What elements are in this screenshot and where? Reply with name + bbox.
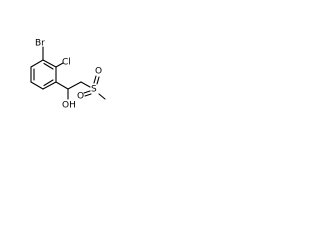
ring-double-bond-bottom-right <box>43 79 54 87</box>
ring-bond-top-right <box>42 59 57 68</box>
bond-carbinol-to-ch2 <box>67 81 82 90</box>
bond-s-o-left-b <box>84 93 92 97</box>
ring-bond-bottom-right <box>42 81 57 90</box>
ring-double-bond-top-right <box>43 62 54 70</box>
ring-bond-bottom-left <box>30 81 44 90</box>
bond-ring-to-carbinol <box>55 81 69 90</box>
bond-ch2-to-s <box>80 81 91 88</box>
bond-s-o-top-b <box>96 76 100 85</box>
bonds <box>30 46 106 100</box>
chemical-structure-diagram: Br Cl OH S O O <box>30 39 106 111</box>
atom-label-oxygen-left: O <box>77 92 84 102</box>
bond-s-o-top-a <box>93 75 97 84</box>
atom-label-chlorine: Cl <box>62 58 71 68</box>
atom-label-bromine: Br <box>35 39 45 49</box>
atom-label-oxygen-top: O <box>95 67 102 77</box>
bond-s-o-left-a <box>83 90 91 94</box>
bond-c-cl <box>55 62 64 68</box>
bond-s-to-methyl <box>98 93 106 100</box>
atom-label-sulfur: S <box>91 85 97 95</box>
atom-labels: Br Cl OH S O O <box>35 39 102 111</box>
ring-bond-top-left <box>30 59 44 68</box>
atom-label-hydroxyl: OH <box>62 101 76 111</box>
